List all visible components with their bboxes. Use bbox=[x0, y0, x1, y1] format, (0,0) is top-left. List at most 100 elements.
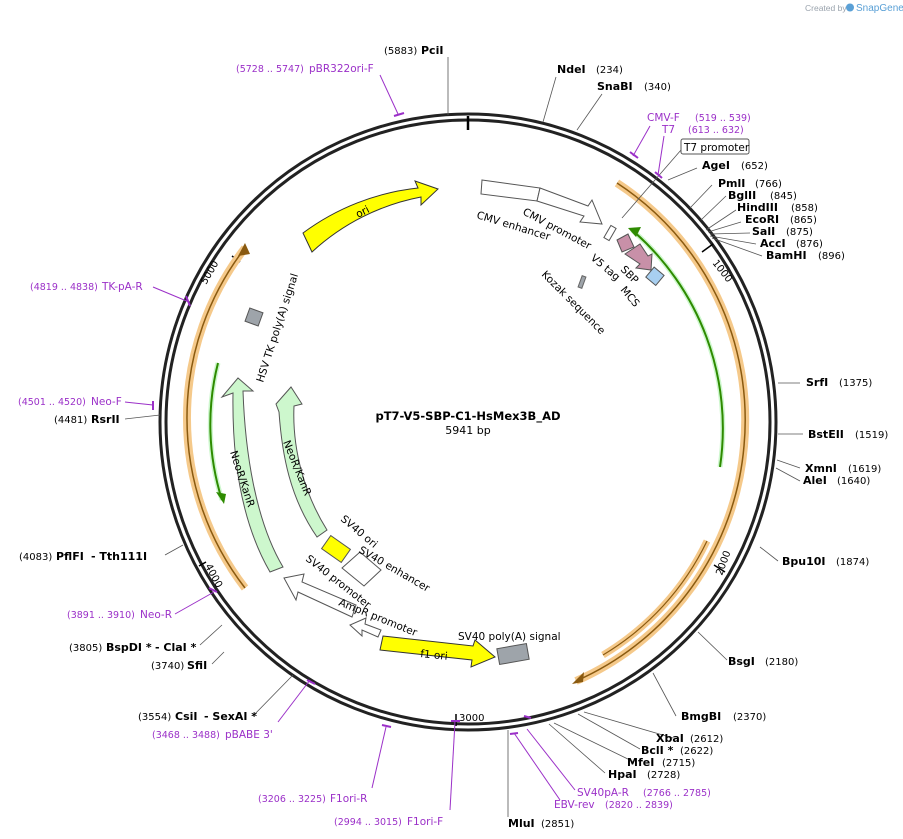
svg-text:(3468 .. 3488): (3468 .. 3488) bbox=[152, 730, 220, 741]
backbone-outer-ring bbox=[158, 112, 778, 732]
svg-text:(3891 .. 3910): (3891 .. 3910) bbox=[67, 610, 135, 621]
svg-text:SnaBI: SnaBI bbox=[597, 80, 633, 93]
svg-text:- ClaI *: - ClaI * bbox=[155, 641, 197, 654]
enzyme-sfii: (3740)SfiI bbox=[151, 659, 207, 672]
label-hsv-tk: HSV TK poly(A) signal bbox=[254, 272, 301, 384]
svg-text:(2622): (2622) bbox=[680, 746, 713, 757]
enzyme-agei: AgeI(652) bbox=[702, 159, 768, 172]
svg-text:BspDI *: BspDI * bbox=[106, 641, 152, 654]
label-t7-promoter: T7 promoter bbox=[683, 142, 750, 154]
svg-text:(1640): (1640) bbox=[837, 476, 870, 487]
primer-cmv-f: CMV-F (519 .. 539) bbox=[647, 112, 751, 124]
svg-text:(766): (766) bbox=[755, 179, 782, 190]
svg-text:3000: 3000 bbox=[459, 713, 484, 724]
svg-text:Bpu10I: Bpu10I bbox=[782, 555, 826, 568]
svg-text:(845): (845) bbox=[770, 191, 797, 202]
svg-text:MfeI: MfeI bbox=[627, 756, 654, 769]
svg-text:PflFI: PflFI bbox=[56, 550, 84, 563]
feature-f1-ori: f1 ori bbox=[379, 635, 496, 668]
svg-text:(3805): (3805) bbox=[69, 643, 102, 654]
svg-text:(3740): (3740) bbox=[151, 661, 184, 672]
svg-text:(613 .. 632): (613 .. 632) bbox=[688, 125, 744, 136]
svg-text:XbaI: XbaI bbox=[656, 732, 684, 745]
enzyme-bglii: BglII (845) bbox=[728, 189, 797, 202]
enzyme-bpu10i: Bpu10I (1874) bbox=[782, 555, 869, 568]
svg-text:(4083): (4083) bbox=[19, 552, 52, 563]
feature-kozak bbox=[577, 275, 587, 289]
orf-arc-right bbox=[572, 179, 750, 685]
credit-prefix: Created by bbox=[805, 3, 847, 13]
svg-text:PmlI: PmlI bbox=[718, 177, 745, 190]
svg-text:(2820 .. 2839): (2820 .. 2839) bbox=[605, 800, 673, 811]
enzyme-hindiii: HindIII(858) bbox=[737, 201, 818, 214]
enzyme-bamhi: BamHI(896) bbox=[766, 249, 845, 262]
svg-text:(1375): (1375) bbox=[839, 378, 872, 389]
svg-text:AgeI: AgeI bbox=[702, 159, 730, 172]
svg-text:NdeI: NdeI bbox=[557, 63, 586, 76]
primer-t7: T7 (613 .. 632) bbox=[661, 124, 744, 136]
svg-text:F1ori-R: F1ori-R bbox=[330, 793, 367, 805]
label-kozak: Kozak sequence bbox=[539, 269, 607, 337]
green-arc-right bbox=[628, 227, 726, 468]
enzyme-bspdi: (3805) BspDI *- ClaI * bbox=[69, 641, 197, 654]
primer-f1ori-f: (2994 .. 3015)F1ori-F bbox=[334, 816, 443, 828]
enzyme-ndei: NdeI(234) bbox=[557, 63, 623, 76]
svg-text:RsrII: RsrII bbox=[91, 413, 120, 426]
feature-sv40-promoter bbox=[283, 573, 357, 618]
svg-text:BstEII: BstEII bbox=[808, 428, 844, 441]
feature-hsv-tk-box bbox=[244, 307, 264, 327]
svg-text:(2715): (2715) bbox=[662, 758, 695, 769]
svg-text:CMV-F: CMV-F bbox=[647, 112, 680, 124]
svg-text:(519 .. 539): (519 .. 539) bbox=[695, 113, 751, 124]
snapgene-logo-icon bbox=[846, 3, 854, 12]
svg-text:(2766 .. 2785): (2766 .. 2785) bbox=[643, 788, 711, 799]
svg-text:- Tth111I: - Tth111I bbox=[91, 550, 147, 563]
enzyme-labels: (5883)PciI NdeI(234) SnaBI(340) AgeI(652… bbox=[19, 44, 888, 830]
svg-text:BamHI: BamHI bbox=[766, 249, 807, 262]
svg-text:f1 ori: f1 ori bbox=[420, 648, 448, 663]
svg-text:T7: T7 bbox=[661, 124, 675, 136]
svg-text:SalI: SalI bbox=[752, 225, 775, 238]
plasmid-length: 5941 bp bbox=[445, 424, 490, 437]
svg-text:- SexAI *: - SexAI * bbox=[204, 710, 257, 723]
green-arc-left bbox=[207, 362, 226, 504]
credit-brand: SnapGene bbox=[856, 3, 903, 14]
plasmid-name: pT7-V5-SBP-C1-HsMex3B_AD bbox=[375, 409, 560, 424]
enzyme-mlui: MluI(2851) bbox=[508, 817, 574, 830]
svg-text:(875): (875) bbox=[786, 227, 813, 238]
enzyme-bsgi: BsgI(2180) bbox=[728, 655, 798, 668]
primer-tk-pa-r: (4819 .. 4838)TK-pA-R bbox=[30, 281, 143, 293]
feature-ampr-promoter bbox=[349, 617, 382, 638]
svg-text:pBABE 3': pBABE 3' bbox=[225, 729, 273, 741]
svg-text:BglII: BglII bbox=[728, 189, 756, 202]
feature-neor-inner: NeoR/KanR bbox=[275, 386, 328, 538]
svg-text:(5728 .. 5747): (5728 .. 5747) bbox=[236, 64, 304, 75]
orf-arc-left bbox=[183, 243, 250, 591]
feature-ori: ori bbox=[302, 180, 439, 253]
enzyme-rsrii: (4481) RsrII bbox=[54, 413, 120, 426]
svg-text:(4481): (4481) bbox=[54, 415, 87, 426]
svg-text:(3554): (3554) bbox=[138, 712, 171, 723]
svg-text:EBV-rev: EBV-rev bbox=[554, 799, 595, 811]
svg-text:(340): (340) bbox=[644, 82, 671, 93]
svg-text:(2370): (2370) bbox=[733, 712, 766, 723]
enzyme-bsteii: BstEII(1519) bbox=[808, 428, 888, 441]
svg-text:XmnI: XmnI bbox=[805, 462, 837, 475]
svg-text:EcoRI: EcoRI bbox=[745, 213, 779, 226]
enzyme-bcli: BclI *(2622) bbox=[641, 744, 713, 757]
enzyme-acci: AccI(876) bbox=[760, 237, 823, 250]
svg-text:(1874): (1874) bbox=[836, 557, 869, 568]
feature-neor-outer: NeoR/KanR bbox=[220, 377, 284, 573]
svg-text:pBR322ori-F: pBR322ori-F bbox=[309, 63, 374, 75]
enzyme-mfei: MfeI (2715) bbox=[627, 756, 695, 769]
primer-f1ori-r: (3206 .. 3225)F1ori-R bbox=[258, 793, 367, 805]
enzyme-pmli: PmlI (766) bbox=[718, 177, 782, 190]
svg-text:TK-pA-R: TK-pA-R bbox=[101, 281, 143, 293]
label-mcs: MCS bbox=[618, 284, 642, 310]
enzyme-hpai: HpaI(2728) bbox=[608, 768, 680, 781]
enzyme-snabi: SnaBI (340) bbox=[597, 80, 671, 93]
feature-sv40-ori bbox=[320, 534, 352, 564]
svg-text:CsiI: CsiI bbox=[175, 710, 197, 723]
